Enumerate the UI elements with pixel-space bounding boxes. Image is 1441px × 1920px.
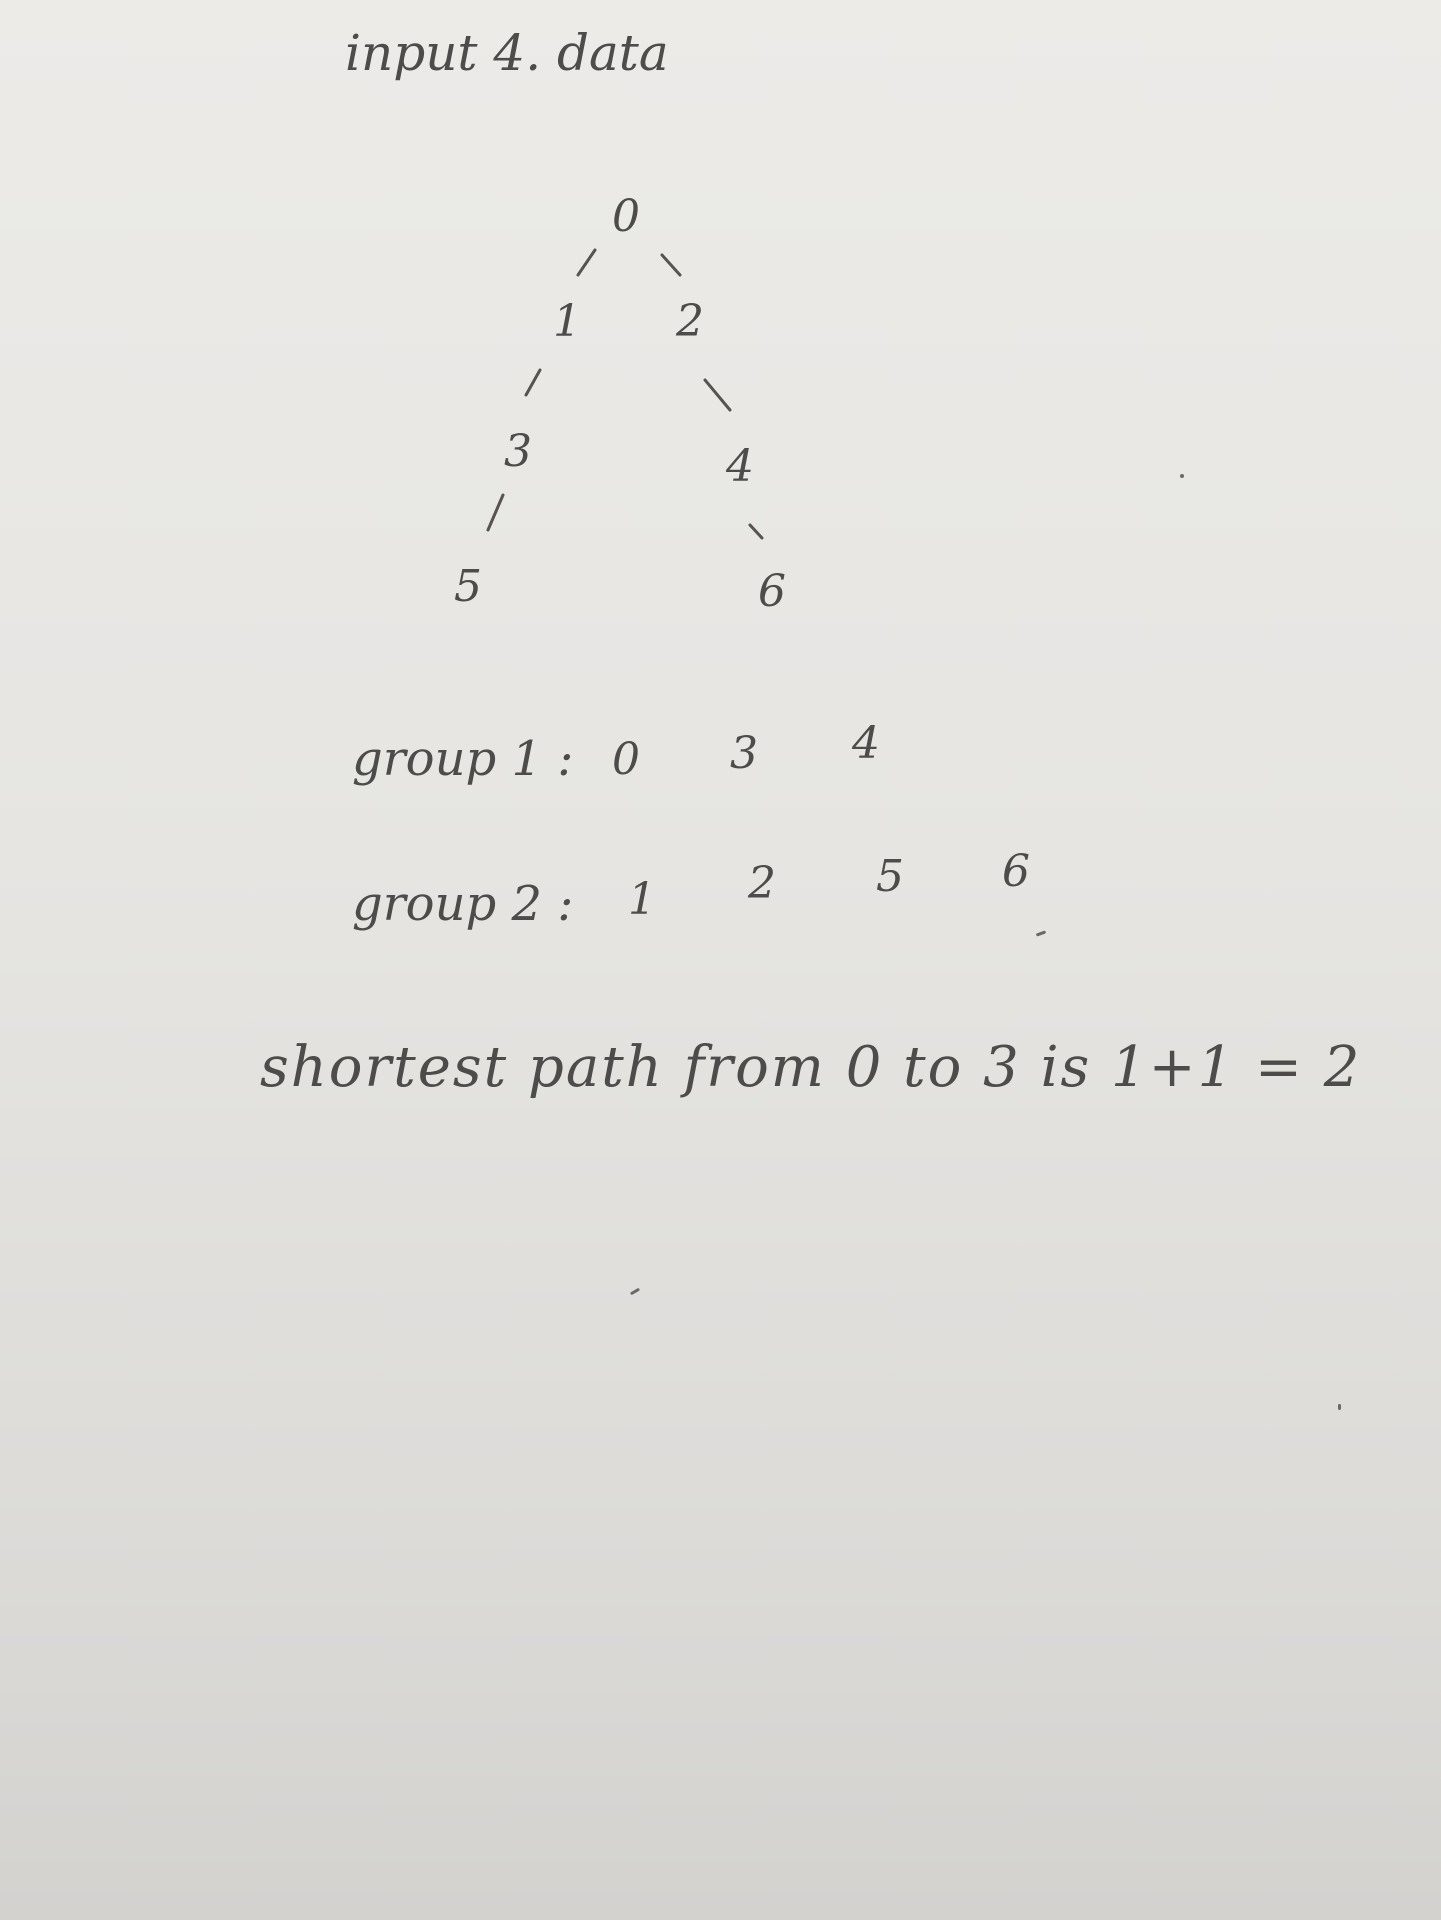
- edge-0-2: [660, 253, 682, 277]
- group-2-value: 6: [1002, 846, 1030, 897]
- tree-node-6: 6: [758, 566, 786, 617]
- tree-node-2: 2: [676, 296, 704, 347]
- group-1-value: 4: [852, 718, 880, 769]
- group-1-label: group 1 :: [352, 731, 574, 787]
- paper-speck: [1338, 1404, 1341, 1410]
- edge-4-6: [748, 523, 764, 540]
- edge-3-5: [486, 493, 505, 532]
- edge-2-4: [703, 378, 732, 412]
- shortest-path-statement: shortest path from 0 to 3 is 1+1 = 2: [260, 1035, 1362, 1100]
- tree-node-4: 4: [726, 441, 754, 492]
- edge-0-1: [576, 248, 597, 277]
- tree-node-5: 5: [454, 561, 482, 612]
- tree-node-0: 0: [612, 191, 640, 242]
- group-2-label: group 2 :: [352, 876, 574, 932]
- edge-1-3: [524, 368, 542, 397]
- paper-speck: [1180, 474, 1184, 478]
- tree-node-1: 1: [553, 296, 581, 347]
- group-2-value: 2: [748, 858, 776, 909]
- group-1-value: 3: [730, 728, 758, 779]
- group-2-value: 1: [628, 874, 656, 925]
- tree-node-3: 3: [504, 426, 532, 477]
- group-2-value: 5: [876, 851, 904, 902]
- group-1-value: 0: [612, 734, 640, 785]
- page-title: input 4. data: [345, 24, 669, 82]
